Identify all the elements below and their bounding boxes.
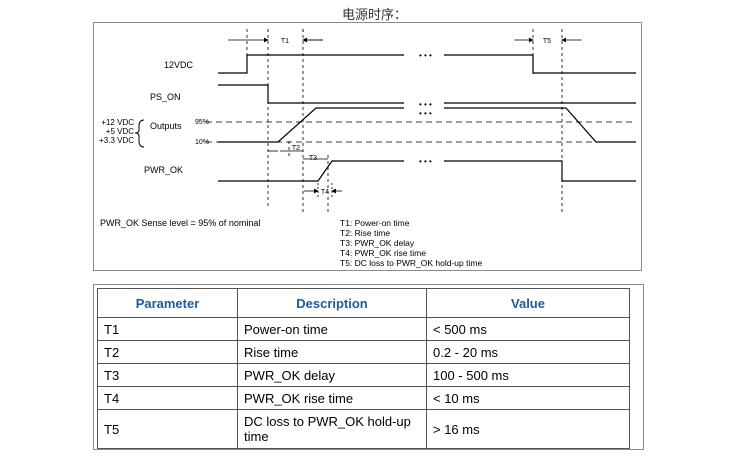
t1-label: T1 [281, 38, 289, 45]
cell-description: Power-on time [237, 317, 427, 341]
level-label-95: 95% [195, 119, 209, 126]
header-value: Value [426, 288, 630, 318]
output-line-12v: +12 VDC [101, 118, 134, 127]
waveform-12vdc-tail [444, 54, 636, 74]
cell-value: < 10 ms [426, 386, 630, 410]
legend-t4: T4: PWR_OK rise time [340, 248, 426, 258]
timing-table: Parameter Description Value T1 Power-on … [97, 288, 630, 449]
waveform-pwr-ok [218, 160, 404, 182]
timing-diagram: 12VDC PS_ON PWR_OK +12 VDC +5 VDC +3.3 V… [93, 22, 642, 271]
cell-value: > 16 ms [426, 409, 630, 449]
cell-parameter: T5 [97, 409, 238, 449]
waveform-outputs [218, 107, 404, 143]
header-description: Description [237, 288, 427, 318]
cell-description: DC loss to PWR_OK hold-up time [237, 409, 427, 449]
cell-value: < 500 ms [426, 317, 630, 341]
t5-label: T5 [543, 38, 551, 45]
output-line-5v: +5 VDC [106, 127, 134, 136]
t2-label: T2 [292, 145, 300, 152]
table-header-row: Parameter Description Value [97, 288, 630, 318]
outputs-brace [134, 119, 145, 148]
cell-parameter: T4 [97, 386, 238, 410]
cell-parameter: T3 [97, 363, 238, 387]
ellipsis-pwr-ok: • • • [419, 157, 432, 166]
ellipsis-12vdc: • • • [419, 51, 432, 60]
t3-label: T3 [309, 155, 317, 162]
waveform-ps-on [218, 84, 404, 104]
timing-diagram-svg: 12VDC PS_ON PWR_OK +12 VDC +5 VDC +3.3 V… [99, 29, 636, 268]
cell-value: 100 - 500 ms [426, 363, 630, 387]
t4-label: T4 [321, 189, 329, 196]
legend-t2: T2: Rise time [340, 228, 390, 238]
waveform-pwr-ok-tail [444, 160, 636, 182]
ellipsis-ps-on: • • • [419, 100, 432, 109]
level-label-10: 10% [195, 139, 209, 146]
page-title: 电源时序： [341, 8, 407, 23]
signal-label-12vdc: 12VDC [164, 60, 194, 70]
cell-description: Rise time [237, 340, 427, 364]
table-row: T3 PWR_OK delay 100 - 500 ms [97, 363, 630, 387]
timing-table-frame: Parameter Description Value T1 Power-on … [93, 284, 644, 450]
waveform-12vdc [218, 54, 404, 74]
legend-t1: T1: Power-on time [340, 218, 410, 228]
table-row: T5 DC loss to PWR_OK hold-up time > 16 m… [97, 409, 630, 449]
cell-description: PWR_OK rise time [237, 386, 427, 410]
signal-label-pwr-ok: PWR_OK [144, 165, 183, 175]
table-row: T2 Rise time 0.2 - 20 ms [97, 340, 630, 364]
header-parameter: Parameter [97, 288, 238, 318]
cell-value: 0.2 - 20 ms [426, 340, 630, 364]
time-markers [246, 29, 563, 213]
cell-description: PWR_OK delay [237, 363, 427, 387]
signal-label-ps-on: PS_ON [150, 92, 181, 102]
waveform-outputs-tail [444, 107, 636, 143]
outputs-label: Outputs [150, 121, 182, 131]
threshold-lines [206, 121, 636, 143]
ellipsis-outputs: • • • [419, 109, 432, 118]
output-line-3v3: +3.3 VDC [99, 136, 134, 145]
sense-level-note: PWR_OK Sense level = 95% of nominal [100, 218, 260, 228]
cell-parameter: T2 [97, 340, 238, 364]
table-row: T1 Power-on time < 500 ms [97, 317, 630, 341]
table-row: T4 PWR_OK rise time < 10 ms [97, 386, 630, 410]
cell-parameter: T1 [97, 317, 238, 341]
legend-t3: T3: PWR_OK delay [340, 238, 415, 248]
legend-t5: T5: DC loss to PWR_OK hold-up time [340, 258, 482, 268]
